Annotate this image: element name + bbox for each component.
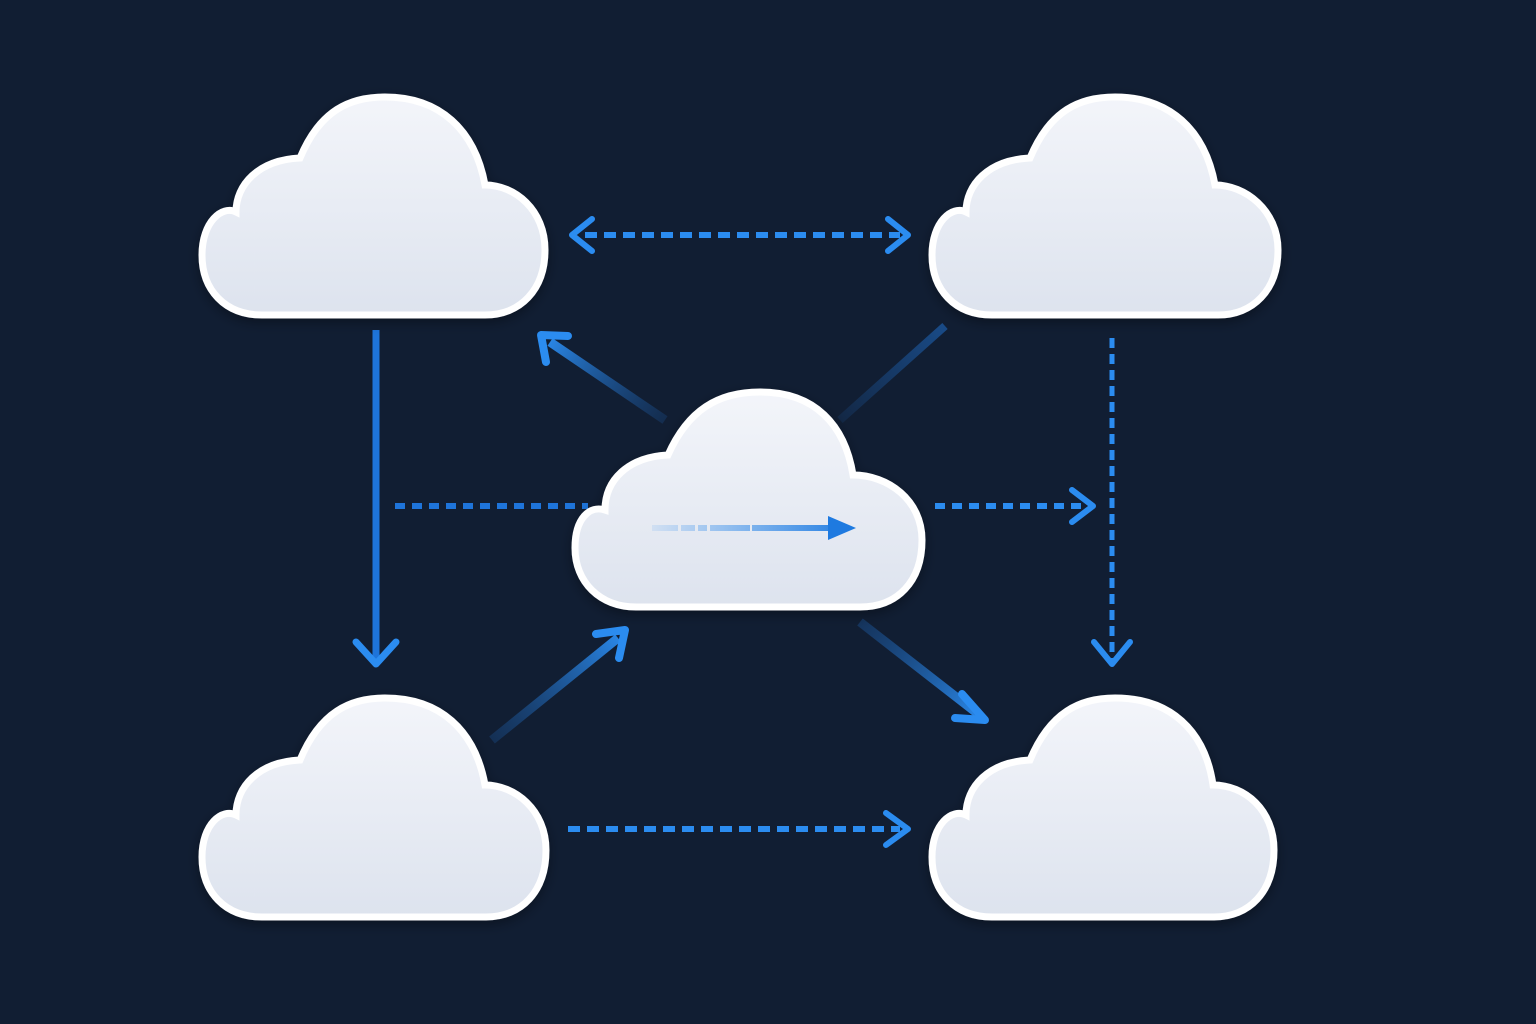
- cloud-icon: [571, 388, 926, 611]
- arrowhead-left: [569, 216, 595, 254]
- cloud-icon: [928, 694, 1278, 921]
- arrowhead-down: [352, 638, 400, 668]
- connection-center-to-top-left: [537, 331, 668, 424]
- arrowhead-right: [1069, 487, 1096, 525]
- arrowhead-up-right: [592, 626, 629, 662]
- arrowhead-down-right: [951, 690, 989, 724]
- connection-top-right-to-center: [837, 323, 948, 423]
- connection-top-left-to-top-right: [569, 216, 911, 254]
- connection-top-right-to-bottom-right: [1091, 338, 1133, 667]
- arrow-right-icon: [652, 516, 856, 540]
- connection-center-to-bottom-right: [857, 618, 989, 724]
- connection-bottom-left-to-bottom-right: [568, 810, 911, 848]
- cloud-icon: [928, 93, 1282, 319]
- arrowhead-up-left: [537, 331, 572, 366]
- arrowhead-right: [883, 810, 911, 848]
- cloud-icon: [198, 93, 549, 319]
- cloud-icon: [198, 694, 550, 921]
- connection-top-left-to-bottom-left: [352, 330, 400, 668]
- connection-bottom-left-to-center: [489, 626, 629, 744]
- connection-center-to-right-line: [935, 487, 1096, 525]
- arrowhead-right: [885, 216, 911, 254]
- arrowhead-down: [1091, 639, 1133, 667]
